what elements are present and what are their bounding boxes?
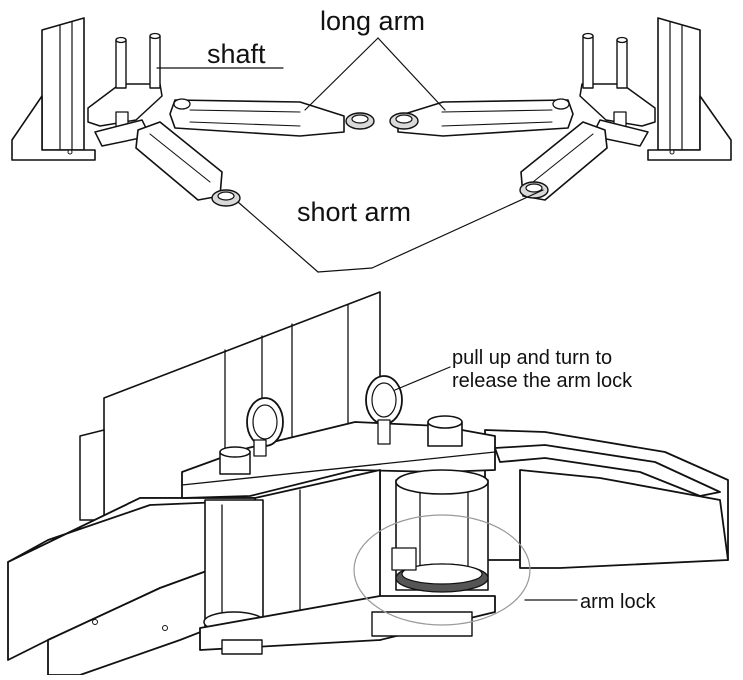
label-short-arm: short arm bbox=[297, 197, 412, 227]
label-arm-lock: arm lock bbox=[580, 591, 656, 613]
lock-pin-right bbox=[365, 375, 403, 445]
left-pivot-column bbox=[203, 499, 265, 633]
arm-lock-gear bbox=[391, 469, 489, 593]
left-long-arm bbox=[169, 98, 375, 137]
label-release-line1: pull up and turn to bbox=[452, 347, 613, 369]
left-short-arm bbox=[135, 121, 241, 207]
label-long-arm: long arm bbox=[320, 6, 426, 36]
label-release-line2: release the arm lock bbox=[452, 370, 633, 392]
label-shaft: shaft bbox=[207, 39, 266, 69]
right-long-arm bbox=[389, 98, 574, 137]
right-short-arm bbox=[519, 121, 608, 201]
closeup-right-arm bbox=[484, 429, 729, 569]
top-leader-lines bbox=[156, 37, 544, 273]
closeup-top-plate bbox=[181, 421, 496, 641]
arm-lock-highlight bbox=[353, 514, 531, 626]
right-post bbox=[647, 17, 732, 161]
shaft-cap bbox=[427, 415, 463, 447]
left-carriage bbox=[87, 32, 163, 147]
lock-pin-left bbox=[219, 397, 284, 475]
right-carriage bbox=[579, 32, 656, 147]
bottom-leader-lines bbox=[394, 366, 578, 601]
left-post bbox=[11, 17, 96, 161]
